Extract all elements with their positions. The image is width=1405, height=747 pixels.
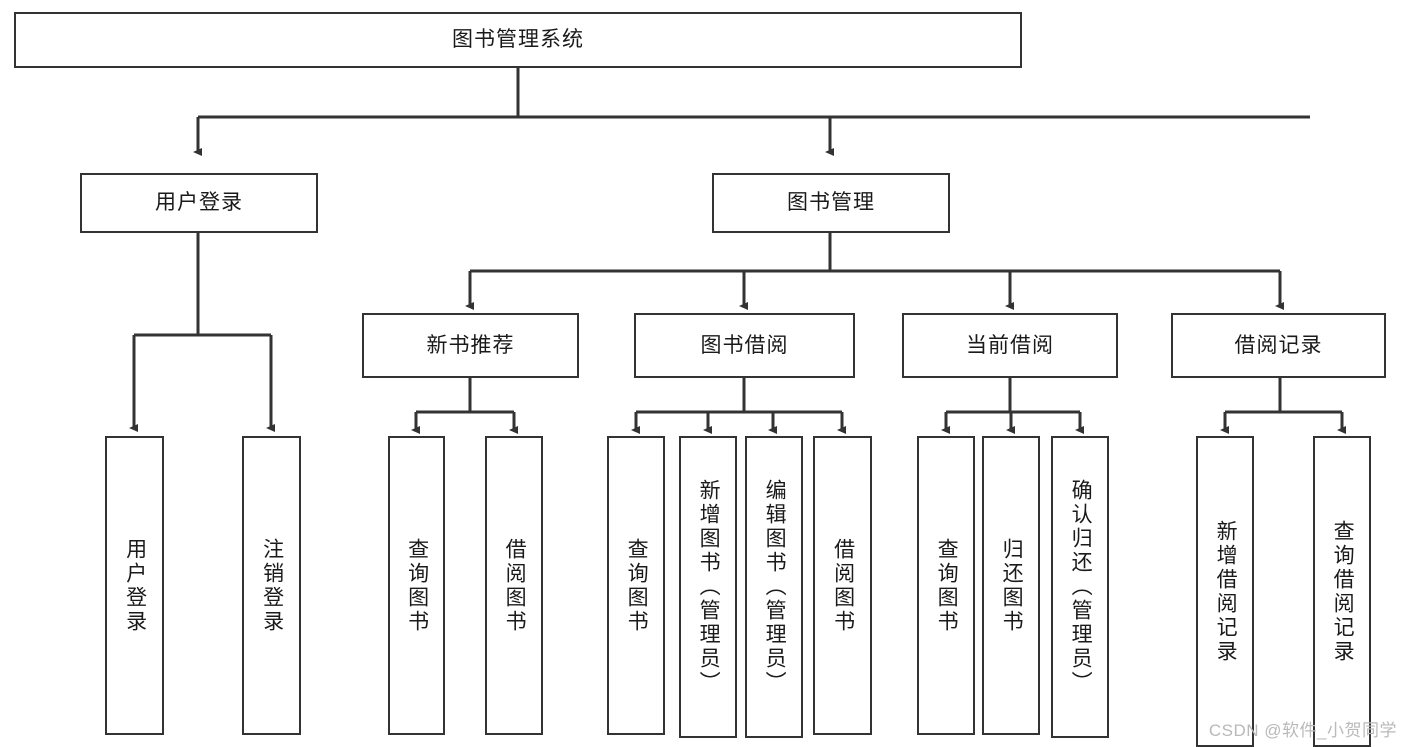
leaf-records-query-record[interactable]: 查询借阅记录: [1313, 436, 1371, 747]
leaf-new-book-borrow[interactable]: 借阅图书: [485, 436, 543, 735]
node-root-label: 图书管理系统: [452, 28, 584, 52]
leaf-borrow-query-book[interactable]: 查询图书: [607, 436, 665, 735]
leaf-label: 借阅图书: [503, 537, 527, 634]
leaf-label: 查询图书: [935, 537, 959, 634]
node-borrow-records-label: 借阅记录: [1234, 333, 1323, 357]
leaf-current-confirm-return-admin[interactable]: 确认归还（管理员）: [1051, 436, 1109, 738]
leaf-label: 查询图书: [625, 537, 649, 634]
leaf-label: 用户登录: [123, 537, 147, 634]
leaf-borrow-borrow-book[interactable]: 借阅图书: [813, 436, 872, 735]
leaf-records-add-record[interactable]: 新增借阅记录: [1196, 436, 1254, 747]
leaf-label: 确认归还（管理员）: [1069, 479, 1093, 695]
leaf-label: 编辑图书（管理员）: [763, 479, 787, 695]
leaf-label: 借阅图书: [831, 537, 855, 634]
node-book-borrow-label: 图书借阅: [700, 333, 789, 357]
leaf-label: 查询图书: [405, 537, 429, 634]
leaf-label: 归还图书: [1000, 537, 1024, 634]
leaf-label: 查询借阅记录: [1331, 519, 1355, 664]
node-new-book-recommend[interactable]: 新书推荐: [362, 313, 579, 378]
leaf-user-login-login[interactable]: 用户登录: [105, 436, 164, 735]
leaf-borrow-edit-book-admin[interactable]: 编辑图书（管理员）: [745, 436, 803, 738]
leaf-current-return-book[interactable]: 归还图书: [982, 436, 1040, 735]
node-user-login[interactable]: 用户登录: [80, 173, 318, 233]
leaf-label: 新增借阅记录: [1214, 519, 1238, 664]
node-book-management-label: 图书管理: [787, 191, 875, 215]
node-root[interactable]: 图书管理系统: [14, 12, 1022, 68]
node-book-management[interactable]: 图书管理: [712, 173, 950, 233]
node-current-borrow-label: 当前借阅: [966, 333, 1054, 357]
leaf-label: 新增图书（管理员）: [697, 479, 721, 695]
node-book-borrow[interactable]: 图书借阅: [634, 313, 855, 378]
leaf-new-book-query[interactable]: 查询图书: [388, 436, 445, 735]
node-borrow-records[interactable]: 借阅记录: [1171, 313, 1386, 378]
node-current-borrow[interactable]: 当前借阅: [902, 313, 1118, 378]
watermark: CSDN @软件_小贺同学: [1208, 721, 1397, 740]
leaf-user-login-logout[interactable]: 注销登录: [242, 436, 301, 735]
leaf-current-query-book[interactable]: 查询图书: [917, 436, 975, 735]
node-user-login-label: 用户登录: [155, 191, 243, 215]
leaf-borrow-add-book-admin[interactable]: 新增图书（管理员）: [679, 436, 737, 738]
leaf-label: 注销登录: [260, 537, 284, 634]
node-new-book-recommend-label: 新书推荐: [426, 333, 515, 357]
